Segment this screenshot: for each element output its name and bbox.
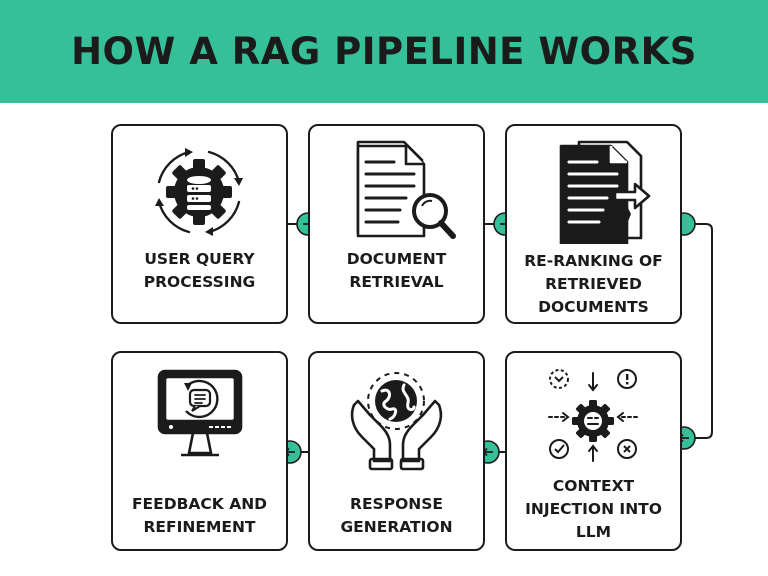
monitor-chat-icon — [157, 369, 243, 457]
connector-3-4 — [684, 223, 713, 439]
gear-context-icon — [548, 369, 638, 462]
step-card-document-retrieval: DOCUMENT RETRIEVAL — [308, 124, 485, 324]
step-label: CONTEXT INJECTION INTO LLM — [525, 477, 662, 541]
hands-globe-icon — [350, 372, 443, 471]
step-label: RE-RANKING OF RETRIEVED DOCUMENTS — [524, 252, 663, 316]
gear-database-icon — [155, 148, 243, 236]
step-card-feedback: FEEDBACK AND REFINEMENT — [111, 351, 288, 551]
step-label: FEEDBACK AND REFINEMENT — [131, 495, 268, 536]
step-card-user-query: USER QUERY PROCESSING — [111, 124, 288, 324]
page-title: HOW A RAG PIPELINE WORKS — [71, 30, 697, 73]
step-label: DOCUMENT RETRIEVAL — [346, 250, 447, 291]
document-arrow-icon — [559, 140, 651, 244]
document-search-icon — [356, 140, 456, 239]
step-card-context-injection: CONTEXT INJECTION INTO LLM — [505, 351, 682, 551]
step-card-response-generation: RESPONSE GENERATION — [308, 351, 485, 551]
step-card-re-ranking: RE-RANKING OF RETRIEVED DOCUMENTS — [505, 124, 682, 324]
step-label: RESPONSE GENERATION — [340, 495, 453, 536]
step-label: USER QUERY PROCESSING — [143, 250, 256, 291]
title-banner: HOW A RAG PIPELINE WORKS — [0, 0, 768, 103]
